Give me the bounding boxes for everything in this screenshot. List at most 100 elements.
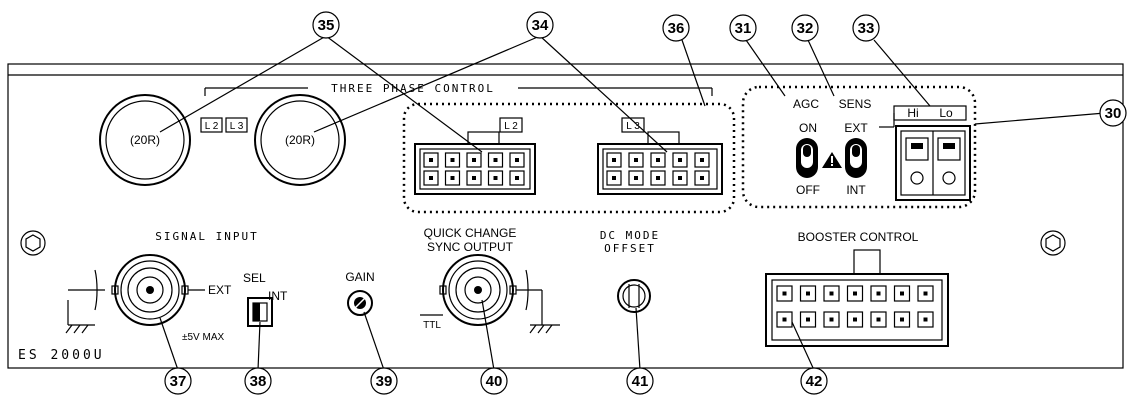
dc-mode-label: DC MODE [600, 229, 660, 242]
connector-pin [423, 170, 439, 186]
max-voltage-label: ±5V MAX [182, 332, 224, 343]
connector-pin-hole [493, 158, 498, 162]
connector-pin-hole [678, 176, 682, 180]
connector-pin [487, 152, 504, 168]
connector-pin [628, 152, 644, 168]
connector-pin [776, 311, 793, 328]
right-mounting-screw [1040, 230, 1066, 256]
connector-pin [917, 311, 934, 328]
connector-pin [628, 170, 644, 186]
connector-pin-hole [806, 291, 810, 296]
connector-pin [650, 152, 666, 168]
callout-34: 34 [526, 11, 554, 39]
sens-toggle-switch[interactable]: EXT INT [844, 121, 868, 197]
connector-pin [487, 170, 504, 186]
svg-text:34: 34 [532, 17, 549, 34]
connector-pin [466, 152, 482, 168]
connector-pin-hole [700, 176, 704, 180]
front-panel [7, 63, 1124, 369]
svg-text:41: 41 [632, 373, 649, 390]
svg-text:37: 37 [170, 373, 187, 390]
three-phase-control-header: THREE PHASE CONTROL [204, 82, 713, 96]
sel-label: SEL [243, 271, 266, 285]
l2-connector-label: L 2 [504, 121, 518, 132]
l2-box-label: L 2 [205, 121, 219, 132]
connector-pin-hole [782, 291, 787, 296]
agc-sens-group [741, 85, 977, 209]
connector-pin-hole [678, 158, 682, 162]
connector-pin [846, 285, 864, 302]
knob-right-label: (20R) [285, 133, 315, 147]
signal-input-label: SIGNAL INPUT [155, 230, 258, 243]
connector-pin [823, 311, 840, 328]
connector-pin-hole [515, 158, 519, 162]
callout-32: 32 [791, 14, 819, 42]
svg-text:33: 33 [858, 20, 875, 37]
quick-change-label: QUICK CHANGE [424, 226, 517, 240]
l2-l3-indicator: L 2 L 3 [200, 117, 248, 133]
connector-pin [799, 285, 817, 302]
connector-pin-hole [923, 291, 928, 296]
lo-label: Lo [939, 106, 953, 120]
agc-toggle-switch[interactable]: ON OFF [796, 121, 820, 197]
connector-pin [799, 311, 817, 328]
callout-30: 30 [1099, 99, 1127, 127]
svg-text:32: 32 [797, 20, 814, 37]
connector-pin-hole [450, 158, 455, 162]
callout-41: 41 [626, 367, 654, 395]
knob-20r-left[interactable]: (20R) [99, 94, 191, 186]
connector-pin [423, 152, 439, 168]
connector-pin [870, 311, 887, 328]
sens-ext-label: EXT [844, 121, 868, 135]
gain-trimmer[interactable] [347, 290, 373, 316]
agc-on-label: ON [799, 121, 817, 135]
booster-control-connector[interactable] [765, 249, 949, 347]
three-phase-control-label: THREE PHASE CONTROL [331, 82, 495, 95]
connector-pin-hole [829, 291, 834, 296]
connector-pin-hole [612, 176, 616, 180]
three-phase-connector-group [402, 102, 736, 214]
connector-pin-hole [472, 176, 476, 180]
terminal-block-connector[interactable] [895, 125, 971, 201]
connector-pin-hole [853, 317, 857, 322]
connector-pin-hole [876, 291, 881, 296]
connector-pin [444, 170, 461, 186]
callout-leaders [159, 35, 1106, 371]
connector-pin-hole [853, 291, 857, 296]
svg-text:39: 39 [376, 373, 393, 390]
connector-pin [846, 311, 864, 328]
svg-text:40: 40 [486, 373, 503, 390]
connector-pin-hole [429, 176, 433, 180]
connector-pin [694, 152, 710, 168]
l3-connector-label: L 3 [626, 121, 640, 132]
left-mounting-screw [20, 230, 46, 256]
signal-ext-label: EXT [208, 283, 232, 297]
connector-pin-hole [450, 176, 455, 180]
sens-int-label: INT [846, 183, 866, 197]
signal-input-bnc-connector[interactable] [65, 254, 205, 334]
connector-pin-hole [515, 176, 519, 180]
connector-pin [466, 170, 482, 186]
sync-output-bnc-connector[interactable] [420, 254, 560, 334]
connector-pin-hole [900, 317, 904, 322]
connector-pin [893, 311, 911, 328]
connector-pin-hole [612, 158, 616, 162]
knob-20r-right[interactable]: (20R) [254, 94, 346, 186]
connector-pin-hole [876, 317, 881, 322]
connector-pin [893, 285, 911, 302]
connector-pin [870, 285, 887, 302]
l3-connector[interactable]: L 3 [597, 117, 723, 195]
sync-output-label: SYNC OUTPUT [427, 240, 514, 254]
callout-40: 40 [480, 367, 508, 395]
connector-pin-hole [829, 317, 834, 322]
connector-pin-hole [782, 317, 787, 322]
dc-offset-potentiometer[interactable] [617, 279, 651, 313]
connector-pin-hole [923, 317, 928, 322]
connector-pin-hole [656, 176, 660, 180]
svg-text:35: 35 [318, 17, 335, 34]
callout-42: 42 [800, 367, 828, 395]
connector-pin-hole [900, 291, 904, 296]
connector-pin-hole [634, 158, 638, 162]
l2-connector[interactable]: L 2 [414, 117, 536, 195]
